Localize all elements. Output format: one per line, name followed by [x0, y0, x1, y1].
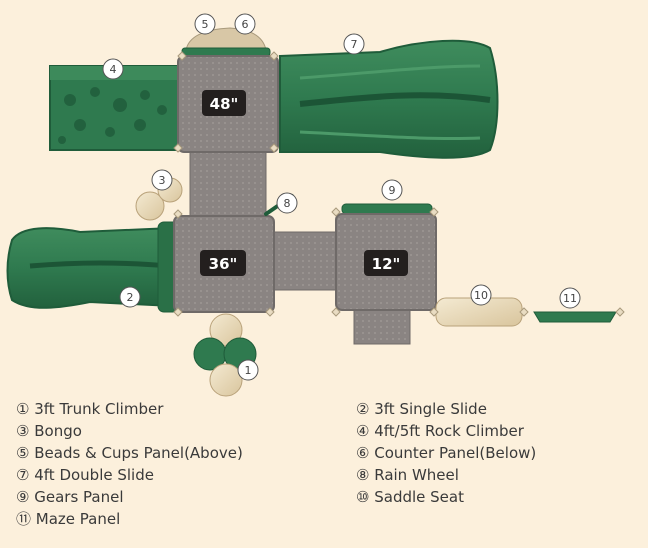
svg-text:8: 8 [284, 197, 291, 210]
svg-text:3: 3 [159, 174, 166, 187]
beads-and-cups-panel [181, 27, 271, 57]
step-platform [353, 305, 411, 345]
svg-text:4: 4 [110, 63, 117, 76]
legend-item-10: ⑩ Saddle Seat [356, 488, 464, 506]
legend-item-9: ⑨ Gears Panel [16, 488, 124, 506]
callout-10: 10 [470, 284, 492, 306]
callout-7: 7 [343, 33, 365, 55]
trunk-climber [193, 313, 257, 397]
legend-item-3: ③ Bongo [16, 422, 82, 440]
walkway-bridge [271, 231, 339, 291]
callout-3: 3 [151, 169, 173, 191]
callout-8: 8 [276, 192, 298, 214]
callout-2: 2 [119, 286, 141, 308]
playground-plan-diagram: 48" 36" 12" [6, 13, 625, 397]
callout-4: 4 [102, 58, 124, 80]
svg-text:10: 10 [474, 289, 488, 302]
maze-panel [533, 311, 617, 323]
legend-item-5: ⑤ Beads & Cups Panel(Above) [16, 444, 243, 462]
double-slide [279, 39, 499, 159]
deck-36-label: 36" [209, 255, 238, 273]
callout-11: 11 [559, 287, 581, 309]
deck-12: 12" [335, 213, 437, 311]
callout-6: 6 [234, 13, 256, 35]
svg-text:5: 5 [202, 18, 209, 31]
deck-12-label: 12" [372, 255, 401, 273]
legend-item-6: ⑥ Counter Panel(Below) [356, 444, 537, 462]
legend-item-1: ① 3ft Trunk Climber [16, 400, 164, 418]
legend-item-2: ② 3ft Single Slide [356, 400, 487, 418]
svg-text:11: 11 [563, 292, 577, 305]
deck-48-label: 48" [210, 95, 239, 113]
legend-item-8: ⑧ Rain Wheel [356, 466, 459, 484]
svg-text:1: 1 [245, 364, 252, 377]
svg-text:2: 2 [127, 291, 134, 304]
deck-48: 48" [177, 55, 279, 153]
callout-9: 9 [381, 179, 403, 201]
svg-text:7: 7 [351, 38, 358, 51]
legend-item-4: ④ 4ft/5ft Rock Climber [356, 422, 524, 440]
post-caps [173, 51, 625, 317]
svg-text:6: 6 [242, 18, 249, 31]
walkway-upper [189, 139, 267, 225]
legend-item-11: ⑪ Maze Panel [16, 510, 121, 528]
component-legend: ① 3ft Trunk Climber ② 3ft Single Slide ③… [16, 398, 636, 538]
callout-1: 1 [237, 359, 259, 381]
deck-36: 36" [173, 215, 275, 313]
svg-text:9: 9 [389, 184, 396, 197]
gears-panel [341, 203, 433, 215]
legend-item-7: ⑦ 4ft Double Slide [16, 466, 154, 484]
callout-5: 5 [194, 13, 216, 35]
single-slide [6, 221, 181, 313]
